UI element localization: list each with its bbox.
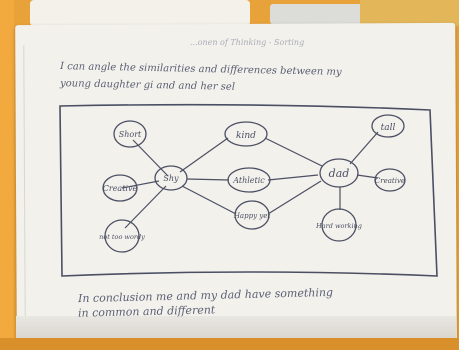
node-creative-right-label: Creative [375, 177, 405, 185]
node-short-circle [113, 120, 147, 148]
edge-dad-creative-right [356, 174, 379, 179]
edge-shy-not-wordy [124, 185, 167, 229]
node-creative-left-circle [102, 174, 138, 202]
node-kind-circle [224, 121, 268, 147]
orange-object-background [360, 0, 459, 26]
node-not-wordy-label: not too wordy [99, 233, 145, 241]
node-shy-circle [154, 165, 188, 191]
node-athletic-label: Athletic [232, 176, 265, 185]
node-dad-label: dad [329, 167, 350, 180]
node-happy-label: Happy yet [233, 212, 271, 220]
edge-happy-dad [267, 180, 322, 215]
edge-shy-happy [181, 185, 237, 215]
node-kind-label: kind [236, 131, 256, 141]
node-hardworking-label: Hard working [315, 222, 362, 230]
node-short-label: Short [119, 130, 142, 139]
node-tall-label: tall [381, 123, 396, 133]
page-bottom-shade [16, 316, 456, 342]
orange-surface-left [0, 0, 14, 350]
node-tall-circle [371, 114, 405, 138]
edge-shy-athletic [186, 178, 230, 181]
edge-kind-dad [264, 137, 323, 167]
node-creative-left-label: Creative [103, 184, 138, 193]
edge-athletic-dad [267, 174, 319, 181]
edge-dad-tall [349, 131, 379, 165]
node-shy-label: Shy [163, 174, 179, 183]
edge-shy-kind [179, 137, 229, 173]
node-creative-right-circle [374, 168, 406, 192]
node-happy-circle [234, 200, 270, 230]
faint-header-text: ...onen of Thinking - Sorting [190, 38, 305, 47]
node-dad-circle [319, 158, 359, 188]
node-athletic-circle [227, 167, 271, 193]
diagram-border [59, 103, 438, 277]
node-not-wordy-circle [104, 219, 140, 253]
node-hardworking-circle [321, 208, 357, 242]
edge-shy-creative-left [121, 180, 160, 189]
white-object-background [30, 0, 250, 26]
edge-shy-short [132, 139, 169, 177]
orange-surface-bottom [0, 338, 459, 350]
